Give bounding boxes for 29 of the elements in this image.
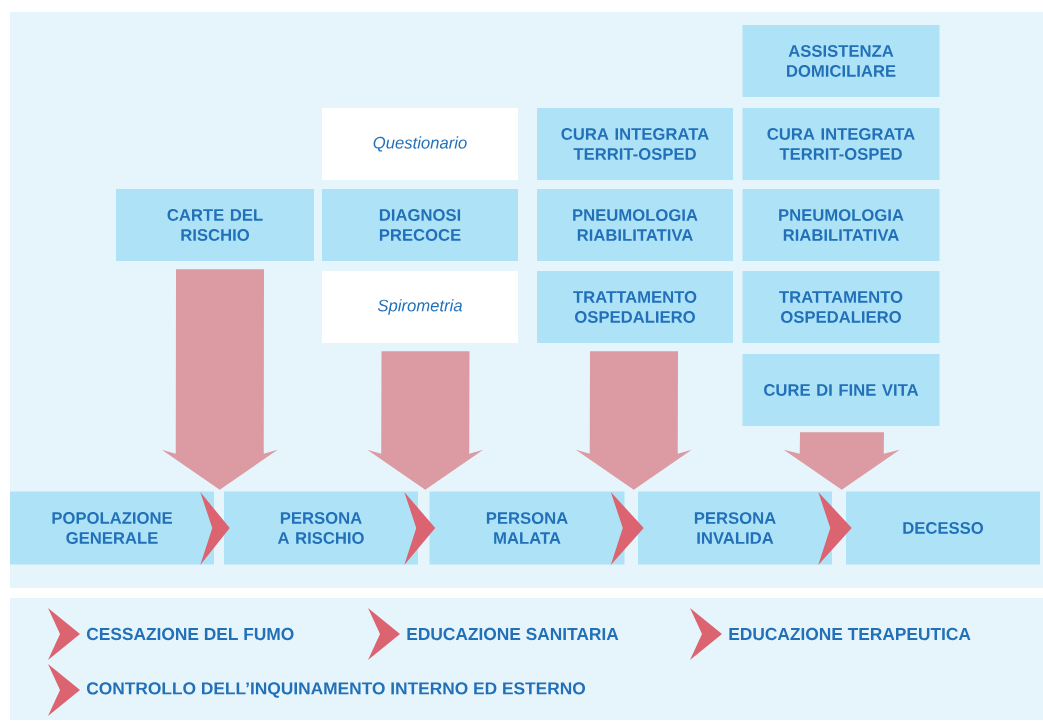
- chevron-arrow: [404, 492, 436, 565]
- stage-box: PERSONA MALATA: [429, 491, 625, 565]
- service-box: CURA INTEGRATA TERRIT-OSPED: [742, 108, 940, 180]
- chevron-arrow: [818, 492, 852, 565]
- stage-box: PERSONA INVALIDA: [638, 491, 832, 565]
- block-arrow: [783, 432, 900, 490]
- service-box: PNEUMOLOGIA RIABILITATIVA: [537, 189, 733, 261]
- test-box: Questionario: [322, 108, 518, 180]
- test-box: Spirometria: [322, 271, 518, 343]
- legend-text: EDUCAZIONE TERAPEUTICA: [729, 627, 971, 641]
- legend-text: EDUCAZIONE SANITARIA: [407, 627, 619, 641]
- stage-box: POPOLAZIONE GENERALE: [10, 491, 214, 565]
- service-box: CARTE DEL RISCHIO: [116, 189, 314, 261]
- service-box: PNEUMOLOGIA RIABILITATIVA: [742, 189, 940, 261]
- stage-box: DECESSO: [846, 491, 1040, 565]
- block-arrow: [367, 351, 484, 490]
- legend-text: CESSAZIONE DEL FUMO: [87, 627, 294, 641]
- service-box: CURA INTEGRATA TERRIT-OSPED: [537, 108, 733, 180]
- legend-text: CONTROLLO DELL’INQUINAMENTO INTERNO ED ESTERNO: [87, 682, 585, 698]
- stage-box: PERSONA A RISCHIO: [224, 491, 418, 565]
- service-box: CURE DI FINE VITA: [742, 354, 940, 426]
- chevron-arrow: [200, 492, 230, 565]
- service-box: DIAGNOSI PRECOCE: [322, 189, 518, 261]
- service-box: TRATTAMENTO OSPEDALIERO: [742, 271, 940, 343]
- service-box: TRATTAMENTO OSPEDALIERO: [537, 271, 733, 343]
- chevron-arrow: [610, 492, 644, 565]
- block-arrow: [575, 351, 692, 490]
- block-arrow: [161, 269, 278, 490]
- service-box: ASSISTENZA DOMICILIARE: [742, 25, 940, 97]
